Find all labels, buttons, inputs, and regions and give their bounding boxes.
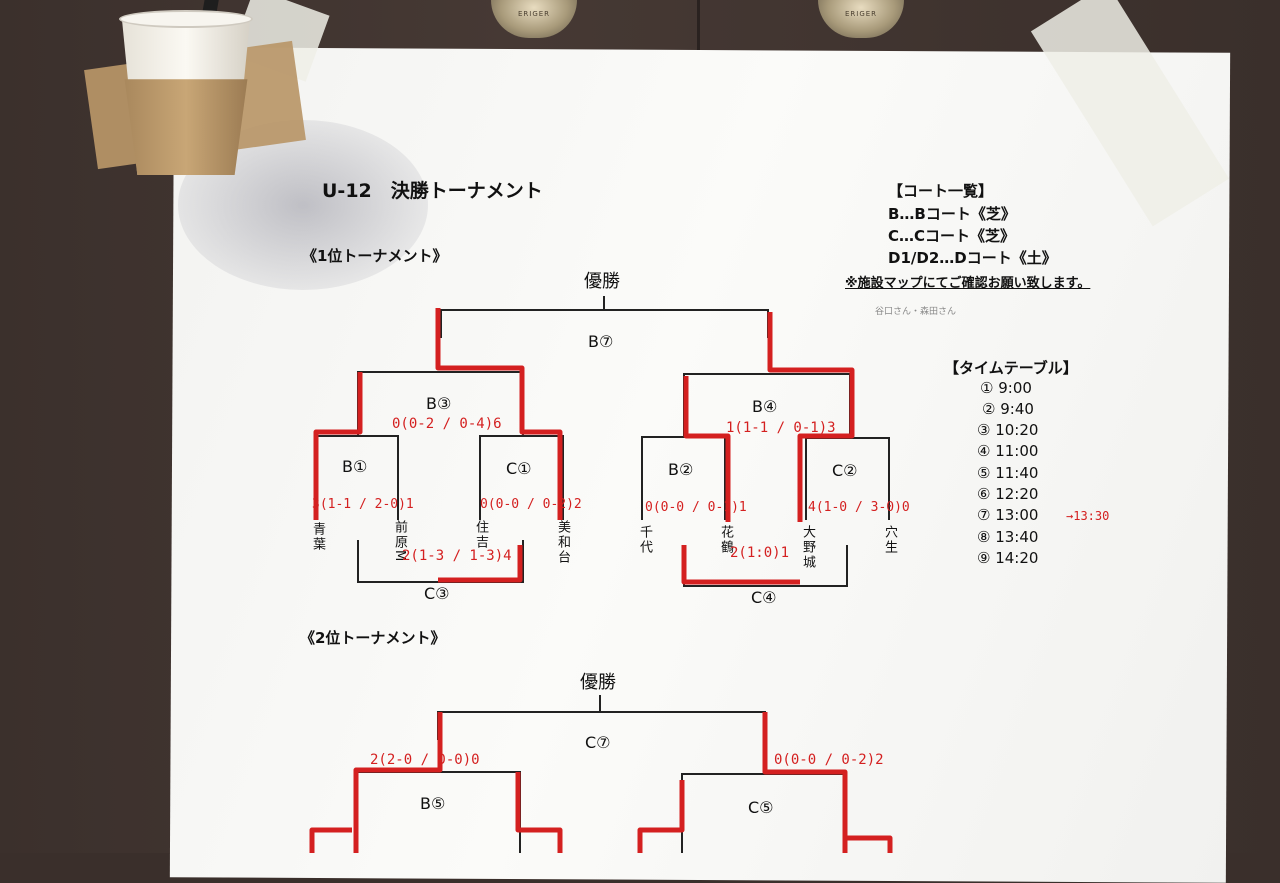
team-name: 穴生 <box>882 525 897 555</box>
match-q1: B① <box>342 457 368 476</box>
court-list-heading: 【コート一覧】 <box>888 182 994 200</box>
score-semi-left: 0(0-2 / 0-4)6 <box>392 416 502 432</box>
match-semi-right: B④ <box>752 397 778 416</box>
match-semi-left: B③ <box>426 394 452 413</box>
champion-label-first: 優勝 <box>584 271 620 292</box>
timetable-item: ⑨ 14:20 <box>977 549 1039 567</box>
timetable-item: ⑤ 11:40 <box>977 464 1039 482</box>
score-third-right: 2(1:0)1 <box>730 545 790 561</box>
match-semi-right-second: C⑤ <box>748 798 774 817</box>
team-name: 大野城 <box>800 525 815 570</box>
champion-label-second: 優勝 <box>580 672 616 693</box>
first-section-heading: 《1位トーナメント》 <box>302 247 448 265</box>
match-q2: C① <box>506 459 532 478</box>
bracket-lines <box>309 296 893 853</box>
court-list-line: D1/D2…Dコート《土》 <box>888 249 1057 267</box>
court-list-line: B…Bコート《芝》 <box>888 205 1016 223</box>
team-name: 千代 <box>637 525 652 555</box>
score-q2: 0(0-0 / 0-2)2 <box>480 497 582 512</box>
court-list-line: C…Cコート《芝》 <box>888 227 1016 245</box>
match-final-first: B⑦ <box>588 332 614 351</box>
score-q3: 0(0-0 / 0-1)1 <box>645 500 747 515</box>
page-title: U-12 決勝トーナメント <box>322 180 543 202</box>
wall-seam <box>697 0 700 60</box>
score-third-left: 2(1-3 / 1-3)4 <box>402 548 512 564</box>
time-change-note: →13:30 <box>1066 509 1110 523</box>
timetable-item: ⑧ 13:40 <box>977 528 1039 546</box>
timetable-item: ③ 10:20 <box>977 421 1039 439</box>
match-final-second: C⑦ <box>585 733 611 752</box>
score-second-right: 0(0-0 / 0-2)2 <box>774 752 884 768</box>
timetable-item: ② 9:40 <box>982 400 1034 418</box>
match-third-left: C③ <box>424 584 450 603</box>
match-q4: C② <box>832 461 858 480</box>
timetable-item: ① 9:00 <box>980 379 1032 397</box>
team-name: 花鶴 <box>718 525 733 555</box>
timetable-item: ④ 11:00 <box>977 442 1039 460</box>
score-q1: 3(1-1 / 2-0)1 <box>312 497 414 512</box>
court-note: ※施設マップにてご確認お願い致します。 <box>845 276 1091 291</box>
timetable-item: ⑥ 12:20 <box>977 485 1039 503</box>
match-q3: B② <box>668 460 694 479</box>
paper-cup <box>119 0 253 175</box>
team-name: 美和台 <box>555 520 570 565</box>
team-name: 住吉 <box>473 520 488 550</box>
timetable-heading: 【タイムテーブル】 <box>944 359 1078 377</box>
score-semi-right: 1(1-1 / 0-1)3 <box>726 420 836 436</box>
match-third-right: C④ <box>751 588 777 607</box>
score-q4: 4(1-0 / 3-0)0 <box>808 500 910 515</box>
team-name: 前原M <box>392 520 407 564</box>
second-section-heading: 《2位トーナメント》 <box>300 629 446 647</box>
score-second-left: 2(2-0 / 0-0)0 <box>370 752 480 768</box>
team-name: 青葉 <box>310 522 325 552</box>
timetable-item: ⑦ 13:00 <box>977 506 1039 524</box>
pencil-note: 谷口さん・森田さん <box>875 307 957 317</box>
match-semi-left-second: B⑤ <box>420 794 446 813</box>
